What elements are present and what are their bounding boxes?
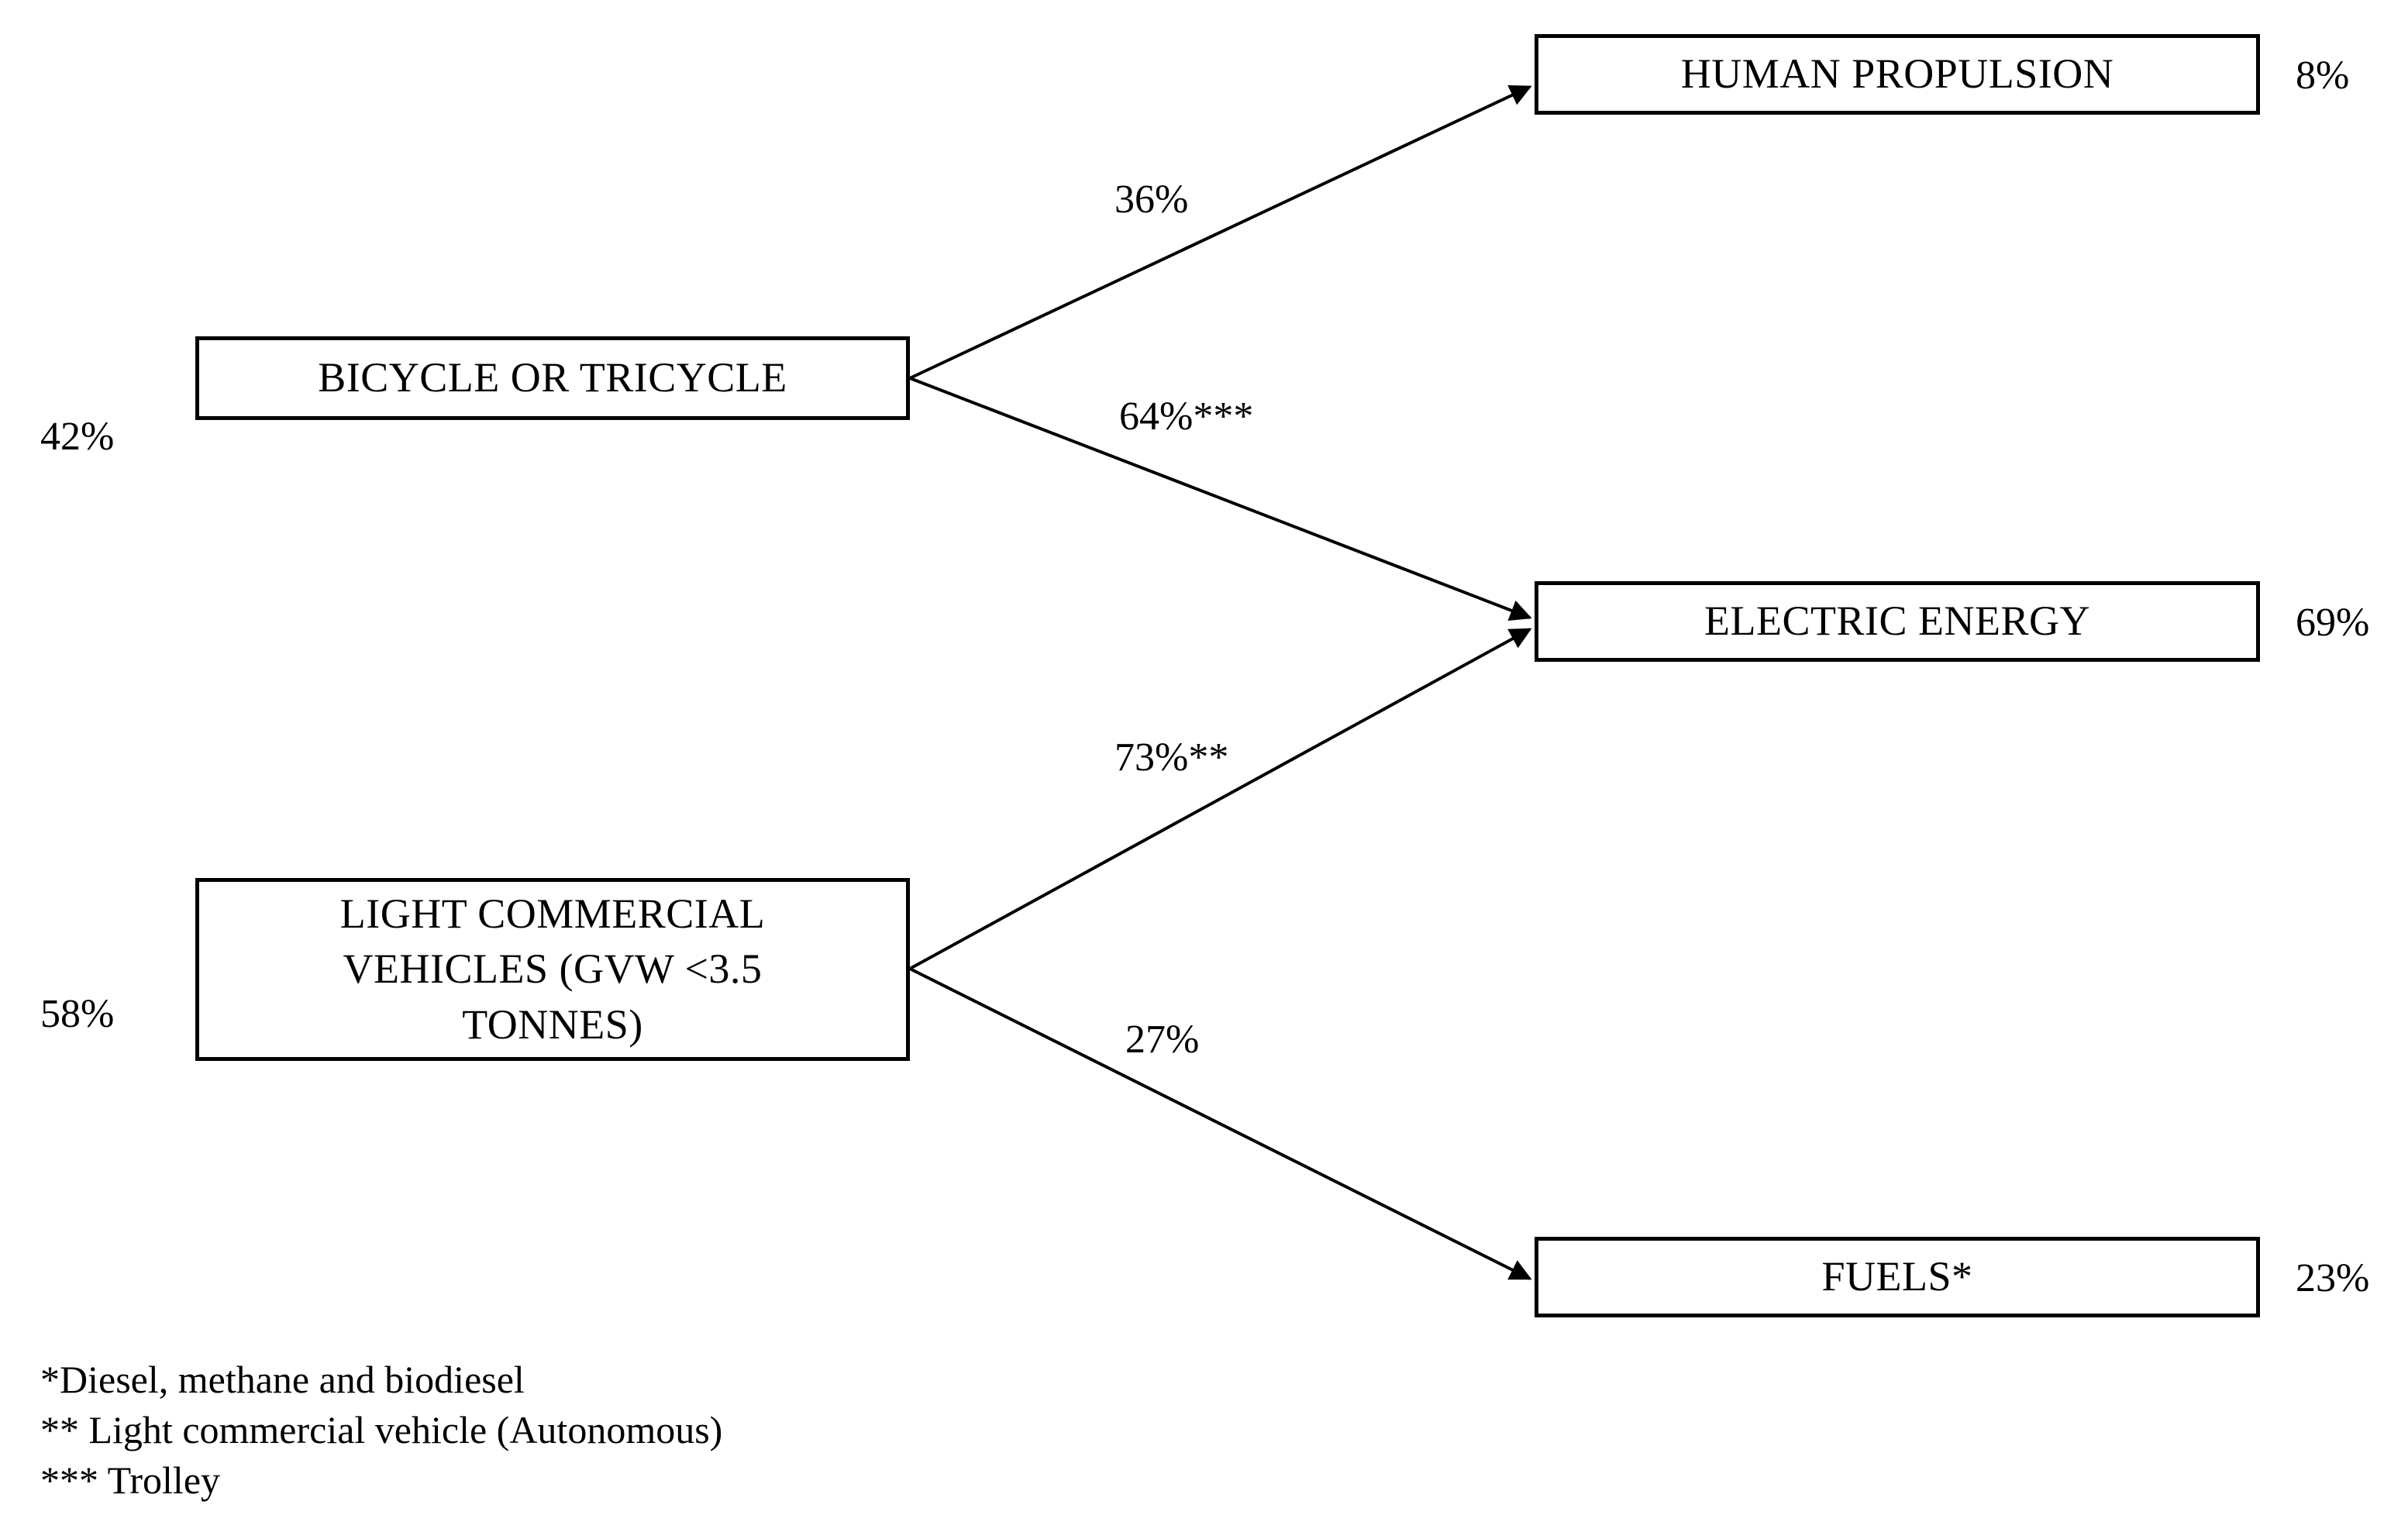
share-fuels: 23% [2296,1256,2370,1300]
node-fuels-label: FUELS* [1821,1253,1973,1300]
edge-lcv-to-electric [909,628,1532,970]
footnotes: *Diesel, methane and biodiesel ** Light … [40,1355,1203,1506]
share-electric-energy: 69% [2296,601,2370,645]
node-human-propulsion[interactable]: HUMAN PROPULSION [1535,34,2260,115]
edge-lcv-to-fuels [909,967,1532,1280]
node-bicycle-or-tricycle-label: BICYCLE OR TRICYCLE [318,354,787,401]
edge-bicycle-to-human [909,85,1532,380]
share-bicycle-or-tricycle: 42% [40,415,115,459]
edge-label-bicycle-to-electric: 64%*** [1119,394,1254,439]
share-light-commercial-vehicles: 58% [40,992,115,1036]
node-light-commercial-vehicles[interactable]: LIGHT COMMERCIAL VEHICLES (GVW <3.5 TONN… [195,878,910,1061]
node-fuels[interactable]: FUELS* [1535,1237,2260,1317]
footnote-line-2: ** Light commercial vehicle (Autonomous) [40,1408,723,1451]
edge-label-lcv-to-electric: 73%** [1114,735,1229,780]
footnote-line-3: *** Trolley [40,1458,221,1502]
node-human-propulsion-label: HUMAN PROPULSION [1680,50,2114,98]
node-light-commercial-vehicles-label: LIGHT COMMERCIAL VEHICLES (GVW <3.5 TONN… [339,890,766,1048]
share-human-propulsion: 8% [2296,53,2350,98]
node-electric-energy-label: ELECTRIC ENERGY [1704,597,2090,645]
edge-label-lcv-to-fuels: 27% [1125,1018,1200,1062]
node-bicycle-or-tricycle[interactable]: BICYCLE OR TRICYCLE [195,336,910,420]
edge-label-bicycle-to-human: 36% [1114,177,1189,222]
footnote-line-1: *Diesel, methane and biodiesel [40,1358,525,1401]
node-electric-energy[interactable]: ELECTRIC ENERGY [1535,581,2260,662]
